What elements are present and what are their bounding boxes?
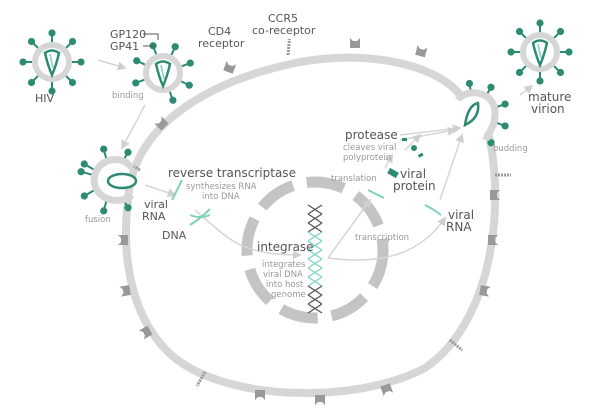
label-int-sub-3: into host (266, 280, 304, 290)
receptor-icon (490, 190, 500, 200)
receptor-icon (479, 285, 491, 297)
hiv-virion-icon (19, 29, 85, 95)
label-virion: virion (531, 102, 565, 116)
label-gp120: GP120 (110, 28, 146, 41)
gp-leader-lines (143, 33, 159, 47)
receptor-icon (195, 371, 207, 387)
cell-membrane (122, 53, 500, 397)
binding-virion-icon (132, 42, 194, 104)
receptor-icon (380, 383, 394, 397)
label-cd4-receptor: receptor (198, 37, 245, 50)
virions (19, 19, 573, 215)
label-cd4: CD4 (208, 25, 231, 38)
label-rna-2: RNA (446, 220, 472, 234)
label-hiv: HIV (35, 92, 55, 105)
label-viral-rna: viral (144, 198, 168, 211)
label-mature: mature (528, 90, 571, 104)
label-fusion: fusion (85, 215, 111, 225)
viral-rna-icon (171, 179, 183, 201)
label-rt-sub-1: synthesizes RNA (186, 182, 257, 192)
receptor-icon (350, 38, 360, 48)
budding-virion-icon (454, 79, 509, 147)
label-int-sub-4: genome (271, 290, 306, 300)
label-co-receptor: co-receptor (252, 24, 316, 37)
receptor-icon (255, 390, 265, 400)
label-gp41: GP41 (110, 40, 139, 53)
viral-protein-icon (387, 167, 399, 179)
label-int-sub-2: viral DNA (263, 270, 303, 280)
label-prot-sub-2: polyprotein (343, 153, 391, 163)
receptor-icon (119, 285, 131, 297)
mature-virion-icon (507, 19, 573, 85)
dna-strand-icon (189, 208, 211, 226)
arrows (97, 59, 534, 261)
label-dna: DNA (162, 229, 187, 242)
label-transcription: transcription (355, 233, 409, 243)
label-viral-protein: viral (400, 167, 426, 181)
receptor-icon (223, 60, 237, 74)
nucleus (241, 176, 389, 324)
viral-rna-icon-2 (424, 204, 442, 216)
label-integrase: integrase (257, 240, 314, 254)
rna-translation-icon (367, 189, 385, 199)
label-protease: protease (345, 128, 398, 142)
receptor-icon (415, 45, 428, 58)
receptor-icon (138, 325, 153, 340)
protein-fragments (387, 138, 424, 179)
label-reverse-transcriptase: reverse transcriptase (168, 166, 296, 180)
label-rt-sub-2: into DNA (202, 192, 240, 202)
label-viral-rna-2: viral (448, 208, 474, 222)
fusion-virion-icon (77, 145, 138, 215)
label-int-sub-1: integrates (262, 260, 306, 270)
label-ccr5: CCR5 (268, 12, 298, 25)
receptor-icon (315, 395, 325, 405)
label-rna: RNA (142, 210, 166, 223)
receptor-icon (488, 235, 498, 245)
dna-helix-icon (307, 204, 323, 314)
receptor-icon (118, 235, 128, 245)
label-budding: budding (493, 144, 528, 154)
label-prot-sub-1: cleaves viral (343, 143, 396, 153)
label-translation: translation (331, 174, 377, 184)
receptor-icon (286, 38, 291, 56)
label-protein: protein (393, 179, 436, 193)
label-binding: binding (112, 91, 144, 101)
rna-strands (171, 179, 442, 226)
